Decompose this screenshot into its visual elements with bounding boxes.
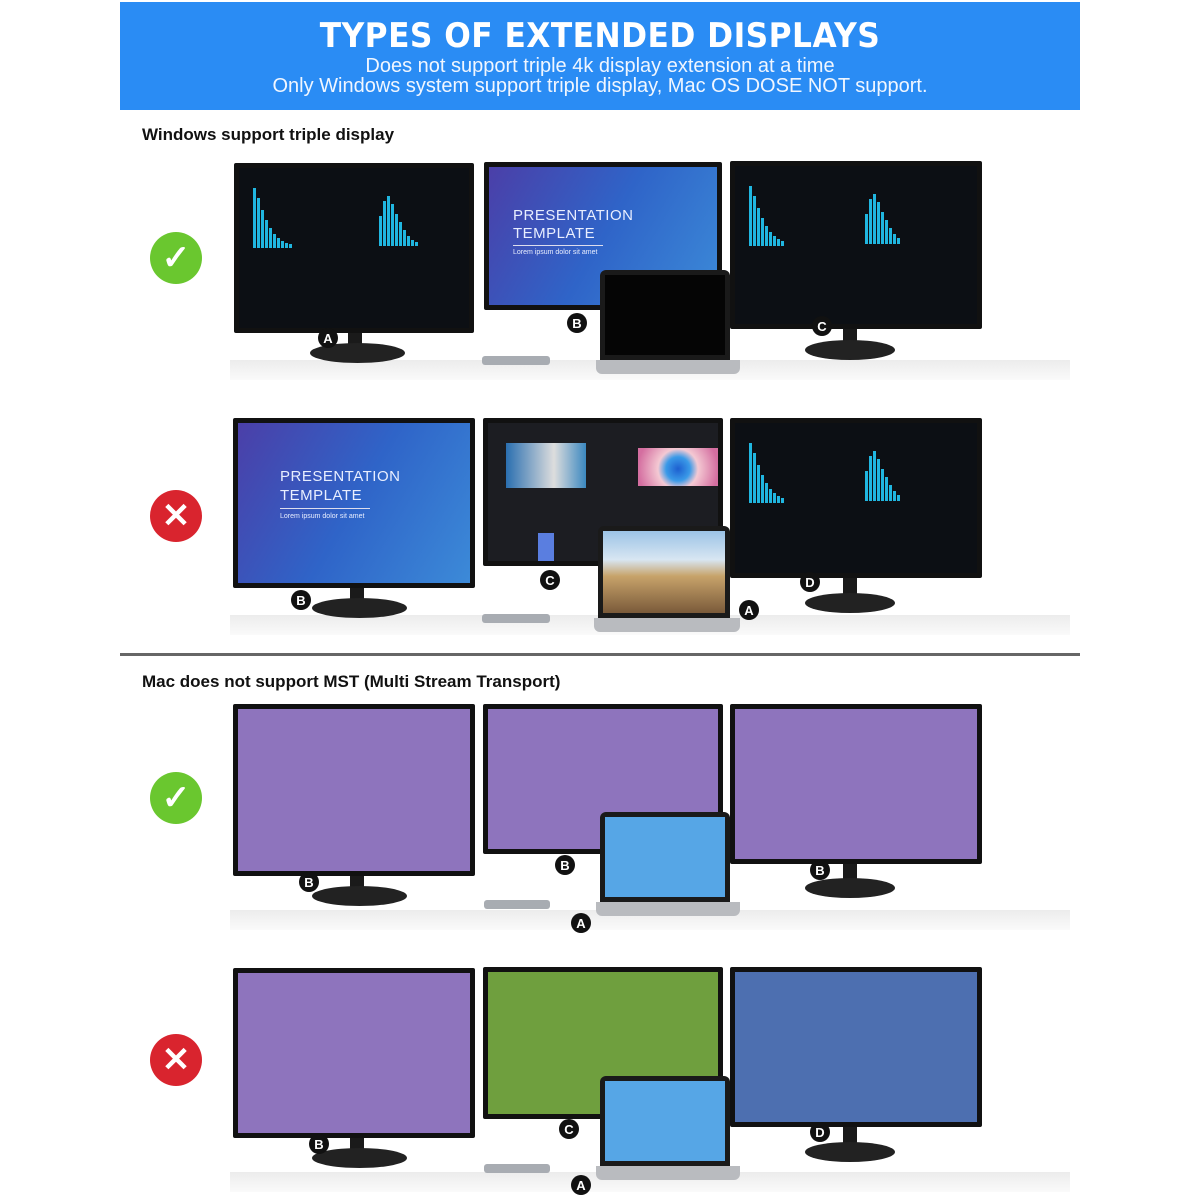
eye-preview bbox=[638, 448, 718, 486]
check-icon: ✓ bbox=[150, 232, 202, 284]
laptop bbox=[600, 812, 730, 902]
port-badge: A bbox=[571, 913, 591, 933]
subtitle-line-1: Does not support triple 4k display exten… bbox=[365, 55, 835, 77]
port-badge: B bbox=[555, 855, 575, 875]
monitor-base bbox=[310, 343, 405, 363]
port-badge: A bbox=[739, 600, 759, 620]
x-icon: ✕ bbox=[150, 490, 202, 542]
port-badge: B bbox=[567, 313, 587, 333]
port-badge: C bbox=[812, 316, 832, 336]
screen-purple bbox=[238, 709, 470, 871]
laptop bbox=[600, 1076, 730, 1166]
video-preview bbox=[506, 443, 586, 488]
laptop-screen bbox=[605, 817, 725, 897]
laptop-screen bbox=[605, 1081, 725, 1161]
check-icon: ✓ bbox=[150, 772, 202, 824]
x-icon: ✕ bbox=[150, 1034, 202, 1086]
monitor-b bbox=[233, 968, 475, 1138]
video-editor-screen bbox=[488, 423, 718, 561]
port-badge: D bbox=[810, 1122, 830, 1142]
histogram bbox=[379, 196, 418, 246]
monitor-b bbox=[233, 704, 475, 876]
monitor-b bbox=[730, 704, 982, 864]
subtitle-line-2: Only Windows system support triple displ… bbox=[272, 75, 928, 97]
section-label-mac: Mac does not support MST (Multi Stream T… bbox=[142, 672, 561, 691]
port-badge: B bbox=[299, 872, 319, 892]
port-badge: C bbox=[559, 1119, 579, 1139]
monitor-d bbox=[730, 967, 982, 1127]
presentation-screen: PRESENTATION TEMPLATE Lorem ipsum dolor … bbox=[238, 423, 470, 583]
laptop-screen bbox=[605, 275, 725, 355]
monitor-b: PRESENTATION TEMPLATE Lorem ipsum dolor … bbox=[233, 418, 475, 588]
port-badge: B bbox=[291, 590, 311, 610]
monitor-c bbox=[483, 418, 723, 566]
screen-blue bbox=[735, 972, 977, 1122]
usb-hub bbox=[482, 614, 550, 623]
monitor-d bbox=[730, 418, 982, 578]
section-divider bbox=[120, 653, 1080, 656]
laptop bbox=[600, 270, 730, 360]
usb-hub bbox=[484, 900, 550, 909]
port-badge: B bbox=[810, 860, 830, 880]
laptop-screen bbox=[603, 531, 725, 613]
port-badge: D bbox=[800, 572, 820, 592]
histogram bbox=[253, 188, 292, 248]
port-badge: A bbox=[571, 1175, 591, 1195]
screen-purple bbox=[238, 973, 470, 1133]
port-badge: B bbox=[309, 1134, 329, 1154]
section-label-windows: Windows support triple display bbox=[142, 125, 395, 144]
dashboard-screen bbox=[735, 423, 977, 573]
monitor-c bbox=[730, 161, 982, 329]
usb-hub bbox=[484, 1164, 550, 1173]
dashboard-screen bbox=[239, 168, 469, 328]
port-badge: C bbox=[540, 570, 560, 590]
usb-hub bbox=[482, 356, 550, 365]
monitor-a bbox=[234, 163, 474, 333]
screen-purple bbox=[735, 709, 977, 859]
dashboard-screen bbox=[735, 166, 977, 324]
page-title: TYPES OF EXTENDED DISPLAYS bbox=[319, 16, 881, 56]
header-banner: TYPES OF EXTENDED DISPLAYS Does not supp… bbox=[120, 2, 1080, 110]
laptop bbox=[598, 526, 730, 618]
port-badge: A bbox=[318, 328, 338, 348]
